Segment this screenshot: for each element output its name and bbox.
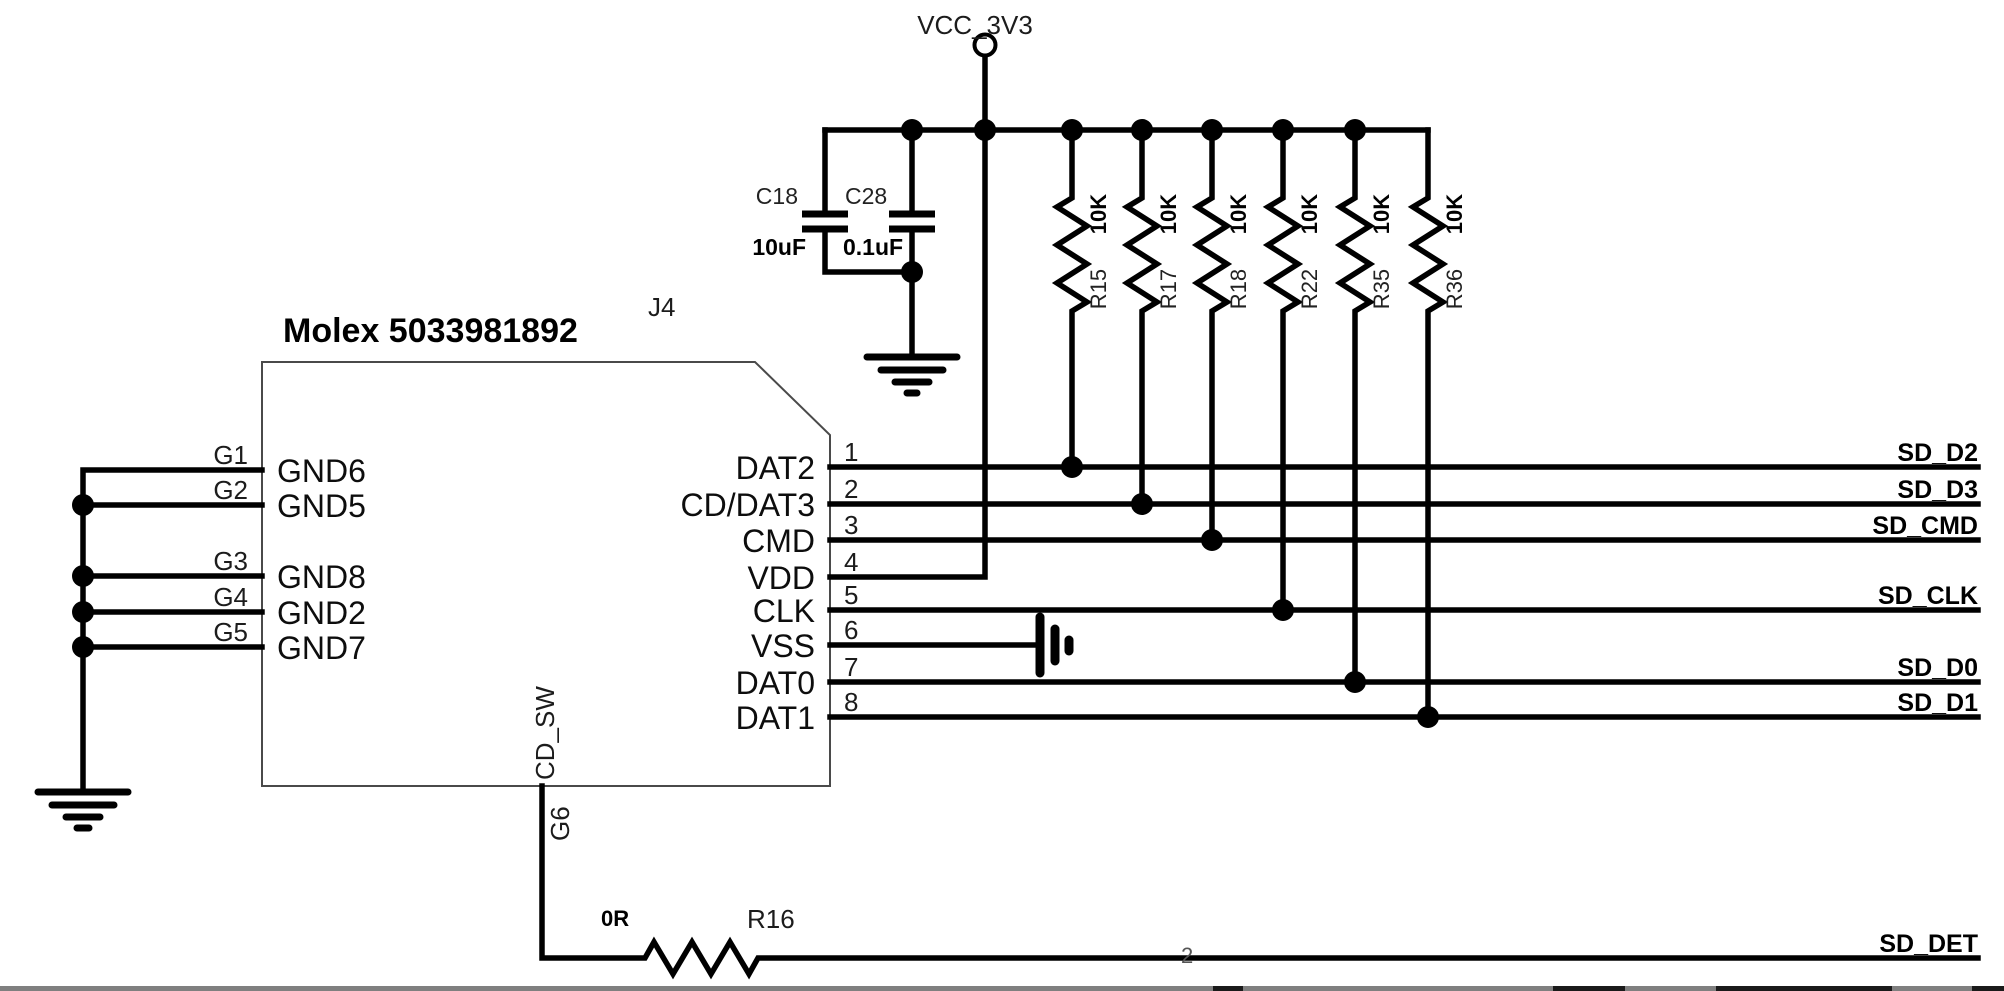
junction-dot bbox=[1417, 706, 1439, 728]
connector-part-title: Molex 5033981892 bbox=[283, 312, 578, 350]
net-label-sd-cmd: SD_CMD bbox=[1872, 512, 1978, 540]
r22-value: 10K bbox=[1297, 194, 1322, 234]
r16-refdes: R16 bbox=[747, 904, 795, 934]
right-signal-pins: 1 2 3 4 5 6 7 8 DAT2 CD/DAT3 CMD VDD CLK… bbox=[680, 119, 1981, 736]
r35-refdes: R35 bbox=[1369, 269, 1394, 309]
resistor-r15-icon bbox=[1051, 127, 1093, 470]
r18-refdes: R18 bbox=[1226, 269, 1251, 309]
pin-name-dat0: DAT0 bbox=[736, 665, 815, 701]
pin-number-2: 2 bbox=[844, 474, 858, 504]
net-label-sd-d1: SD_D1 bbox=[1897, 689, 1978, 717]
junction-dot bbox=[1272, 599, 1294, 621]
junction-dot bbox=[1272, 119, 1294, 141]
r36-refdes: R36 bbox=[1442, 269, 1467, 309]
pin-number-3: 3 bbox=[844, 510, 858, 540]
net-label-sd-d0: SD_D0 bbox=[1897, 654, 1978, 682]
junction-dot bbox=[1061, 119, 1083, 141]
c28-refdes: C28 bbox=[845, 183, 887, 209]
pin-name-clk: CLK bbox=[753, 593, 815, 629]
resistor-r35-icon bbox=[1334, 127, 1376, 685]
junction-dot bbox=[1131, 119, 1153, 141]
pin-number-g5: G5 bbox=[213, 617, 248, 647]
r16-value: 0R bbox=[601, 906, 629, 931]
c18-value: 10uF bbox=[752, 234, 806, 260]
junction-dot bbox=[1344, 671, 1366, 693]
pin-name-dat1: DAT1 bbox=[736, 700, 815, 736]
pin-name-cd-sw: CD_SW bbox=[530, 686, 560, 780]
net-label-sd-det: SD_DET bbox=[1879, 930, 1978, 958]
junction-dot bbox=[72, 494, 94, 516]
pin-name-cddat3: CD/DAT3 bbox=[680, 487, 815, 523]
pin-number-g6: G6 bbox=[545, 806, 575, 841]
r17-value: 10K bbox=[1156, 194, 1181, 234]
net-label-sd-d3: SD_D3 bbox=[1897, 476, 1978, 504]
connector-refdes: J4 bbox=[648, 292, 675, 322]
net-label-sd-clk: SD_CLK bbox=[1878, 582, 1978, 610]
pin-name-gnd2: GND2 bbox=[277, 595, 366, 631]
wire-vdd-to-vcc bbox=[827, 53, 988, 580]
ground-symbol-vss bbox=[1035, 612, 1074, 678]
decoupling-capacitors: C18 10uF C28 0.1uF bbox=[752, 127, 961, 397]
pin-number-1: 1 bbox=[844, 437, 858, 467]
resistor-r17-icon bbox=[1121, 127, 1163, 507]
pin-number-5: 5 bbox=[844, 580, 858, 610]
pin-number-g4: G4 bbox=[213, 582, 248, 612]
vcc-power-branch: VCC_3V3 bbox=[822, 10, 1431, 580]
power-port-circle-icon bbox=[972, 32, 998, 58]
pin-name-gnd5: GND5 bbox=[277, 488, 366, 524]
power-net-label: VCC_3V3 bbox=[917, 10, 1033, 40]
r36-value: 10K bbox=[1442, 194, 1467, 234]
resistor-r22-icon bbox=[1262, 127, 1304, 613]
junction-dot bbox=[1344, 119, 1366, 141]
junction-dot bbox=[72, 601, 94, 623]
pin-number-g3: G3 bbox=[213, 546, 248, 576]
junction-dot bbox=[1061, 456, 1083, 478]
ground-symbol-caps bbox=[863, 353, 961, 397]
resistor-r36-icon bbox=[1407, 127, 1449, 720]
c18-refdes: C18 bbox=[756, 183, 798, 209]
junction-dot bbox=[72, 636, 94, 658]
junction-dot bbox=[1201, 119, 1223, 141]
junction-dot bbox=[1201, 529, 1223, 551]
page-bottom-edge bbox=[0, 986, 2004, 991]
wire-gnd-bus bbox=[80, 467, 265, 794]
pin-number-7: 7 bbox=[844, 652, 858, 682]
pin-name-vss: VSS bbox=[751, 628, 815, 664]
r16-pin-number: 2 bbox=[1181, 943, 1193, 968]
pullup-resistors: 10K R15 10K R17 10K R18 10K R22 10K R35 … bbox=[1051, 127, 1467, 720]
ground-symbol-left bbox=[34, 788, 132, 832]
pin-number-8: 8 bbox=[844, 687, 858, 717]
pin-name-dat2: DAT2 bbox=[736, 450, 815, 486]
pin-name-cmd: CMD bbox=[742, 523, 815, 559]
junction-dot bbox=[901, 261, 923, 283]
r22-refdes: R22 bbox=[1297, 269, 1322, 309]
junction-dot bbox=[72, 565, 94, 587]
junction-dot bbox=[1131, 493, 1153, 515]
card-detect-branch: CD_SW G6 0R R16 2 SD_DET bbox=[530, 686, 1981, 980]
pin-name-vdd: VDD bbox=[747, 560, 815, 596]
pin-name-gnd7: GND7 bbox=[277, 630, 366, 666]
wire-c18-bottom bbox=[822, 229, 915, 275]
left-ground-pins: G1 G2 G3 G4 G5 GND6 GND5 GND8 GND2 GND7 bbox=[34, 440, 366, 832]
r17-refdes: R17 bbox=[1156, 269, 1181, 309]
pin-name-gnd6: GND6 bbox=[277, 453, 366, 489]
r15-value: 10K bbox=[1086, 194, 1111, 234]
pin-number-6: 6 bbox=[844, 615, 858, 645]
r18-value: 10K bbox=[1226, 194, 1251, 234]
r35-value: 10K bbox=[1369, 194, 1394, 234]
net-label-sd-d2: SD_D2 bbox=[1897, 439, 1978, 467]
resistor-r18-icon bbox=[1191, 127, 1233, 543]
pin-number-g2: G2 bbox=[213, 475, 248, 505]
junction-dot bbox=[901, 119, 923, 141]
r15-refdes: R15 bbox=[1086, 269, 1111, 309]
pin-number-g1: G1 bbox=[213, 440, 248, 470]
pin-number-4: 4 bbox=[844, 547, 858, 577]
wire-sd-det-with-r16 bbox=[539, 783, 1981, 980]
junction-dot bbox=[974, 119, 996, 141]
pin-name-gnd8: GND8 bbox=[277, 559, 366, 595]
c28-value: 0.1uF bbox=[843, 234, 903, 260]
